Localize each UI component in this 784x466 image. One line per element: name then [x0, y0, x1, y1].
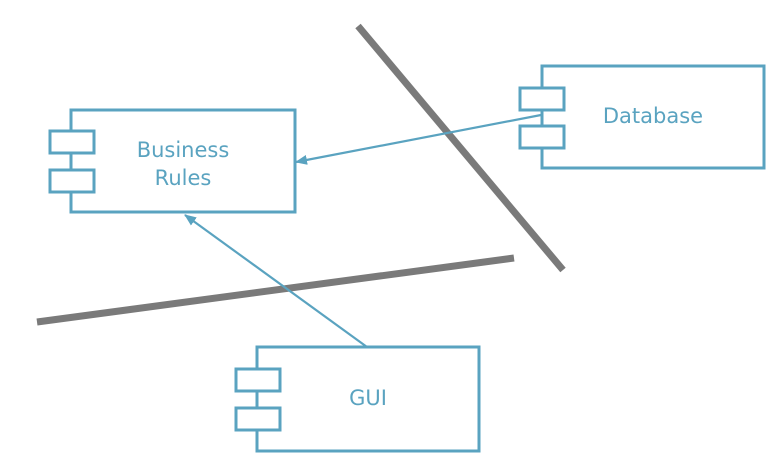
boundary-line-gui — [36, 254, 515, 326]
dependency-arrow-database-to-business-rules — [295, 113, 542, 165]
business-rules-label-line2: Rules — [155, 166, 212, 190]
component-database-box — [540, 64, 766, 170]
component-tab-icon — [518, 86, 566, 112]
database-label: Database — [603, 104, 703, 128]
component-database[interactable]: Database — [518, 64, 766, 170]
boundary-line-database — [355, 23, 566, 273]
component-gui-box — [255, 345, 481, 453]
dependency-arrow-gui-to-business-rules — [184, 214, 368, 348]
component-business-rules-box — [69, 108, 297, 214]
component-gui[interactable]: GUI — [234, 345, 481, 453]
gui-label: GUI — [349, 386, 387, 410]
business-rules-label: Business — [137, 138, 230, 162]
component-tab-icon — [234, 367, 282, 393]
component-tab-icon — [234, 406, 282, 432]
component-business-rules[interactable]: Business Rules — [48, 108, 297, 214]
component-tab-icon — [518, 124, 566, 150]
component-tab-icon — [48, 129, 96, 155]
component-tab-icon — [48, 168, 96, 194]
